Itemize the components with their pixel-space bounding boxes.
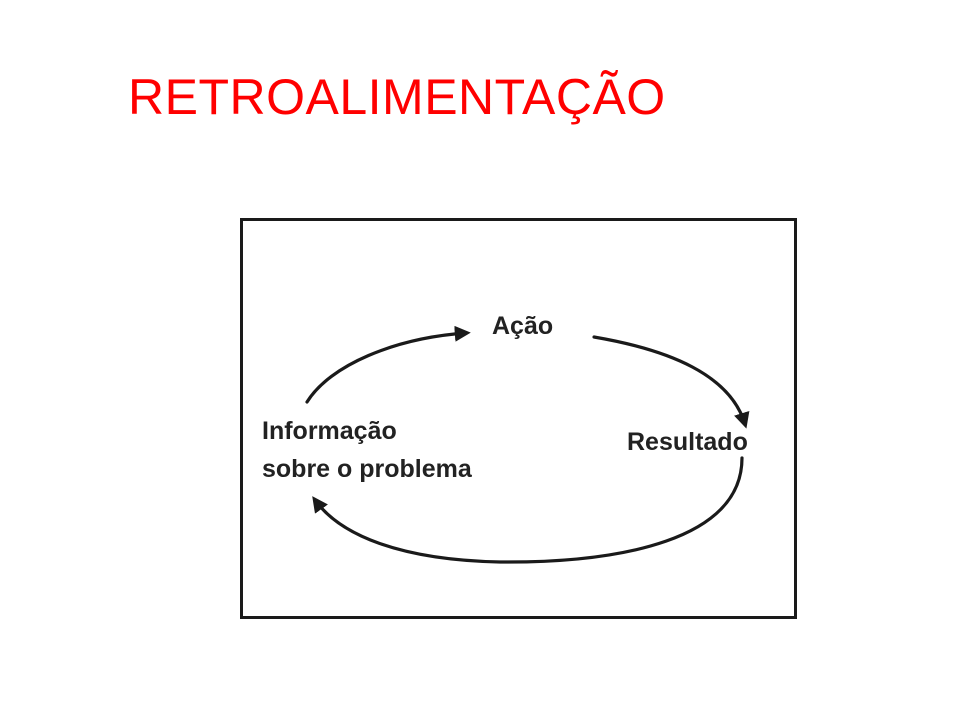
slide-title: RETROALIMENTAÇÃO (128, 69, 666, 125)
node-label-resultado: Resultado (627, 428, 748, 456)
node-label-informacao-line-1: Informação (262, 417, 397, 445)
node-label-informacao-line-2: sobre o problema (262, 455, 473, 483)
node-label-acao: Ação (492, 312, 553, 340)
arrow-resultado-to-info (312, 456, 744, 564)
arrow-info-to-acao (305, 325, 471, 404)
arrow-acao-to-resultado (592, 335, 750, 429)
diagram-frame (240, 218, 797, 619)
